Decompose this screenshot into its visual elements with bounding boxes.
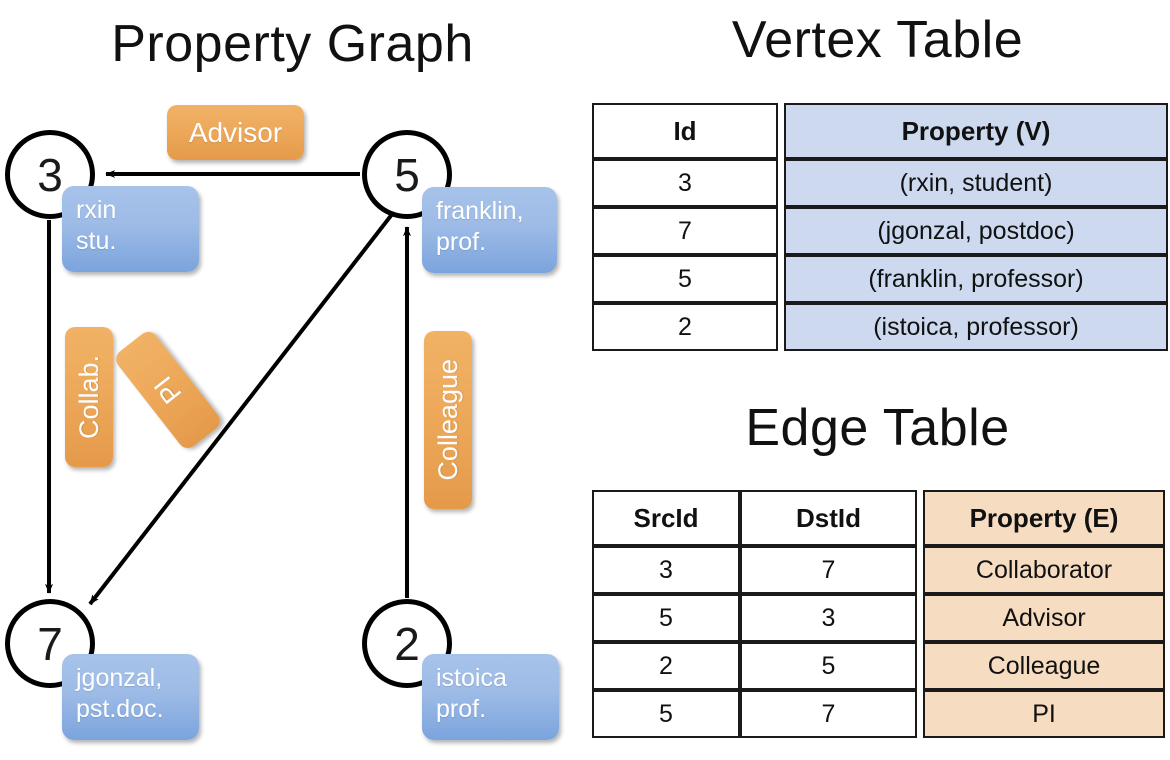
edge-label-text: Colleague [432, 359, 463, 481]
vertex-table-header-property: Property (V) [784, 103, 1168, 159]
edge-cell-src: 3 [592, 546, 740, 594]
graph-node-2-property-callout: istoica prof. [422, 654, 559, 740]
table-row: 2 (istoica, professor) [592, 303, 1168, 351]
graph-edge-label-collab: Collab. [65, 327, 113, 467]
callout-line-1: istoica [436, 664, 507, 692]
vertex-cell-property: (istoica, professor) [784, 303, 1168, 351]
vertex-cell-property: (jgonzal, postdoc) [784, 207, 1168, 255]
page-title-property-graph: Property Graph [111, 15, 474, 73]
callout-line-2: prof. [436, 694, 487, 723]
edge-label-text: Collab. [73, 354, 104, 440]
graph-edges-layer [45, 170, 411, 606]
property-graph-diagram: 3 5 7 2 rxin stu. franklin, prof. jgonza… [5, 105, 559, 740]
graph-node-7-label: 7 [37, 617, 63, 670]
edge-cell-dst: 7 [740, 690, 917, 738]
table-row: 3 7 Collaborator [592, 546, 1165, 594]
vertex-cell-id: 7 [592, 207, 778, 255]
table-row: 7 (jgonzal, postdoc) [592, 207, 1168, 255]
callout-line-1: jgonzal, [76, 664, 163, 692]
callout-line-1: rxin [76, 196, 117, 224]
graph-edge-label-advisor: Advisor [167, 105, 304, 160]
callout-line-2: pst.doc. [76, 694, 164, 723]
graph-node-2-label: 2 [394, 617, 420, 670]
vertex-table: Id Property (V) 3 (rxin, student) 7 (jgo… [592, 103, 1168, 351]
table-row: 5 (franklin, professor) [592, 255, 1168, 303]
edge-label-text: Advisor [188, 116, 283, 148]
edge-cell-src: 2 [592, 642, 740, 690]
graph-node-2[interactable]: 2 [362, 599, 452, 688]
graph-node-5-label: 5 [394, 148, 420, 201]
edge-table-header-row: SrcId DstId Property (E) [592, 490, 1165, 546]
page-title-edge-table: Edge Table [745, 399, 1010, 457]
vertex-cell-id: 3 [592, 159, 778, 207]
graph-edge-5-to-7 [88, 211, 395, 606]
edge-cell-dst: 5 [740, 642, 917, 690]
edge-label-text: PI [147, 371, 188, 410]
graph-node-5[interactable]: 5 [362, 130, 452, 219]
edge-table-header-srcid: SrcId [592, 490, 740, 546]
graph-node-5-property-callout: franklin, prof. [422, 187, 557, 273]
edge-table: SrcId DstId Property (E) 3 7 Collaborato… [592, 490, 1165, 738]
graph-node-3-label: 3 [37, 148, 63, 201]
vertex-table-header-row: Id Property (V) [592, 103, 1168, 159]
vertex-cell-id: 2 [592, 303, 778, 351]
callout-line-2: stu. [76, 226, 117, 255]
table-row: 3 (rxin, student) [592, 159, 1168, 207]
table-row: 5 3 Advisor [592, 594, 1165, 642]
graph-edge-label-colleague: Colleague [424, 331, 472, 509]
edge-cell-property: PI [923, 690, 1165, 738]
graph-node-7-property-callout: jgonzal, pst.doc. [62, 654, 199, 740]
edge-cell-src: 5 [592, 690, 740, 738]
edge-cell-dst: 7 [740, 546, 917, 594]
edge-cell-property: Advisor [923, 594, 1165, 642]
edge-cell-property: Collaborator [923, 546, 1165, 594]
vertex-table-header-id: Id [592, 103, 778, 159]
edge-cell-src: 5 [592, 594, 740, 642]
edge-cell-property: Colleague [923, 642, 1165, 690]
edge-table-header-dstid: DstId [740, 490, 917, 546]
table-row: 2 5 Colleague [592, 642, 1165, 690]
edge-table-header-property: Property (E) [923, 490, 1165, 546]
page-title-vertex-table: Vertex Table [731, 11, 1024, 69]
graph-node-3-property-callout: rxin stu. [62, 186, 199, 272]
callout-line-2: prof. [436, 227, 487, 256]
vertex-cell-id: 5 [592, 255, 778, 303]
table-row: 5 7 PI [592, 690, 1165, 738]
edge-cell-dst: 3 [740, 594, 917, 642]
vertex-cell-property: (franklin, professor) [784, 255, 1168, 303]
callout-line-1: franklin, [436, 197, 524, 225]
vertex-cell-property: (rxin, student) [784, 159, 1168, 207]
